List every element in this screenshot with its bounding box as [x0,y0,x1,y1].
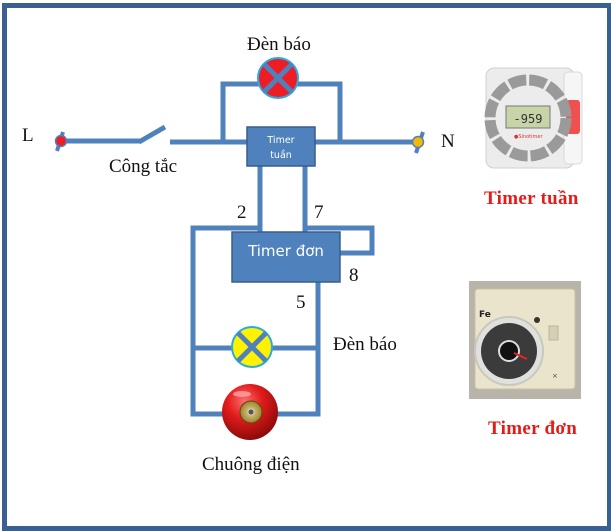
timer-display-readout: -959 [514,112,543,126]
svg-text:×: × [552,372,558,380]
line-terminal-label: L [22,125,34,146]
single-timer-label: Timer đơn [247,242,324,260]
wire-pin-5 [276,282,321,417]
top-lamp-label: Đèn báo [247,34,311,55]
terminal-l-dot [54,134,68,148]
svg-text:●Sinotimer: ●Sinotimer [514,134,543,140]
switch-label: Công tắc [109,156,178,177]
svg-text:Fe: Fe [479,310,491,320]
terminal-n [411,131,425,154]
wire-left-loop [190,225,260,417]
weekly-timer-label-2: tuần [270,150,292,161]
switch-blade[interactable] [137,124,167,145]
wire-pin-7-to-8 [305,225,375,256]
wire-top-lamp-right [296,81,343,142]
pin-5-label: 5 [296,292,306,313]
weekly-timer-label-1: Timer [266,135,294,146]
neutral-terminal-label: N [441,131,455,152]
wires [62,81,416,417]
single-timer-photo: Fe × [469,281,581,399]
electric-bell [222,384,278,440]
pin-8-label: 8 [349,265,359,286]
single-timer-box: Timer đơn [231,231,341,283]
weekly-timer-caption: Timer tuần [484,188,579,209]
bell-label: Chuông điện [202,454,300,475]
terminal-n-dot [411,135,425,149]
bottom-lamp-label: Đèn báo [333,334,397,355]
pin-7-label: 7 [314,202,324,223]
weekly-timer-photo: -959 ●Sinotimer [484,67,583,169]
top-indicator-lamp [257,57,299,99]
pin-2-label: 2 [237,202,247,223]
terminal-l [54,131,68,152]
bottom-indicator-lamp [231,326,273,368]
wire-top-lamp-left [220,81,260,142]
single-timer-caption: Timer đơn [488,418,578,439]
weekly-timer-box: Timer tuần [246,126,316,167]
